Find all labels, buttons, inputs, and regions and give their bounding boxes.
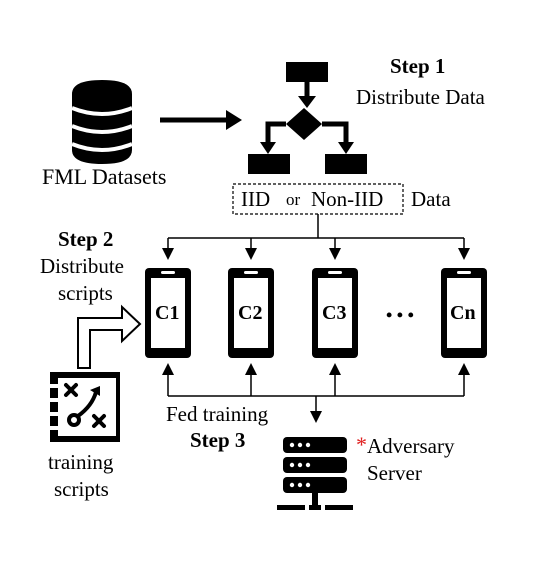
fed-training-label: Fed training <box>166 402 269 426</box>
flowchart-icon <box>248 62 367 174</box>
client-phone-c2 <box>228 268 274 358</box>
ellipsis: • • • <box>386 305 414 325</box>
fed-training-lines <box>162 363 470 423</box>
step2-desc-line2: scripts <box>58 281 113 305</box>
distribution-lines <box>162 214 470 260</box>
datasets-arrow <box>160 110 242 130</box>
adversary-asterisk: * <box>356 432 367 457</box>
training-scripts-line2: scripts <box>54 477 109 501</box>
adversary-label: Adversary <box>367 434 455 458</box>
client-phone-c1 <box>145 268 191 358</box>
step1-description: Distribute Data <box>356 85 485 109</box>
server-label: Server <box>367 461 422 485</box>
iid-label: IID <box>241 187 271 211</box>
noniid-label: Non-IID <box>311 187 384 211</box>
client-phone-cn <box>441 268 487 358</box>
server-icon <box>277 437 353 510</box>
training-scripts-icon <box>50 372 120 442</box>
training-scripts-line1: training <box>48 450 114 474</box>
client-label-c1: C1 <box>155 302 180 324</box>
client-label-c3: C3 <box>322 302 347 324</box>
step2-title: Step 2 <box>58 227 114 251</box>
step3-title: Step 3 <box>190 428 246 452</box>
or-label: or <box>286 190 301 209</box>
database-icon <box>71 80 133 164</box>
fml-datasets-label: FML Datasets <box>42 164 167 189</box>
scripts-bent-arrow <box>77 304 142 369</box>
client-label-cn: Cn <box>450 302 476 324</box>
step1-title: Step 1 <box>390 54 446 78</box>
step2-desc-line1: Distribute <box>40 254 124 278</box>
client-phone-c3 <box>312 268 358 358</box>
client-label-c2: C2 <box>238 302 263 324</box>
data-suffix-label: Data <box>411 187 451 211</box>
